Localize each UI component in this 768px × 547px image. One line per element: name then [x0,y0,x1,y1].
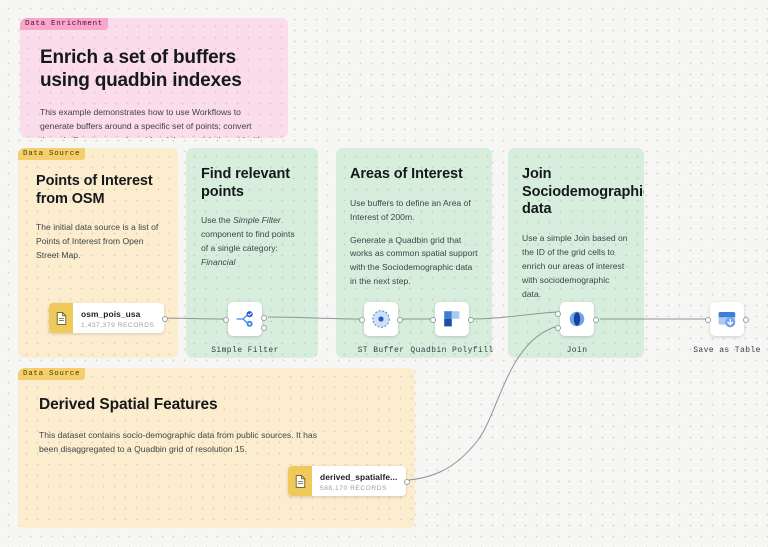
filter-branch-icon [236,311,253,327]
node-st-buffer[interactable]: ST Buffer [358,302,404,355]
panel-body-find-relevant-points: Use the Simple Filter component to find … [201,214,303,270]
input-port[interactable] [430,317,436,323]
panel-body-points-of-interest: The initial data source is a list of Poi… [36,222,159,261]
panel-body-areas-of-interest-2: Generate a Quadbin grid that works as co… [350,234,478,287]
panel-data-enrichment[interactable]: Data Enrichment Enrich a set of buffers … [20,18,288,138]
node-label-st-buffer: ST Buffer [357,346,405,355]
node-label-save-as-table: Save as Table [693,346,761,355]
output-port[interactable] [468,317,474,323]
input-port[interactable] [359,317,365,323]
source-name-osm-pois-usa: osm_pois_usa [81,309,141,320]
file-icon [288,466,312,496]
node-simple-filter[interactable]: Simple Filter [211,302,278,355]
source-node-osm-pois-usa[interactable]: osm_pois_usa 1,437,379 RECORDS [49,303,168,333]
source-records-derived-spatialfeatures: 588,170 RECORDS [320,484,387,492]
source-name-derived-spatialfeatures: derived_spatialfe... [320,472,398,483]
panel-title-find-relevant-points: Find relevant points [201,166,290,200]
input-port[interactable] [223,317,229,323]
buffer-circle-icon [372,310,390,328]
panel-tag-data-enrichment: Data Enrichment [20,18,109,30]
output-port[interactable] [261,315,267,321]
body-text-mid: component to find points of a single cat… [201,229,295,254]
output-port[interactable] [593,317,599,323]
join-venn-icon [569,311,585,327]
panel-title-points-of-interest: Points of Interest from OSM [36,173,153,207]
secondary-output-port[interactable] [261,325,267,331]
source-node-derived-spatialfeatures[interactable]: derived_spatialfe... 588,170 RECORDS [288,466,411,496]
node-label-join: Join [566,346,588,355]
body-text-em-financial: Financial [201,257,236,268]
panel-body-derived-spatial-features: This dataset contains socio-demographic … [39,429,318,454]
panel-derived-spatial-features[interactable]: Data Source Derived Spatial Features Thi… [18,368,415,528]
source-records-osm-pois-usa: 1,437,379 RECORDS [81,321,155,329]
panel-title-join-sociodemographic-data: Join Sociodemographic data [522,166,644,218]
file-icon [49,303,73,333]
node-label-simple-filter: Simple Filter [211,346,279,355]
panel-body-join-sociodemographic-data: Use a simple Join based on the ID of the… [522,233,628,299]
output-port[interactable] [743,317,749,323]
quadbin-squares-icon [444,311,460,327]
panel-body-areas-of-interest-1: Use buffers to define an Area of Interes… [350,197,471,222]
panel-title-data-enrichment: Enrich a set of buffers using quadbin in… [40,47,242,92]
input-port-secondary[interactable] [555,325,561,331]
node-label-quadbin-polyfill: Quadbin Polyfill [410,346,494,355]
panel-title-areas-of-interest: Areas of Interest [350,166,463,182]
body-text-em-simple-filter: Simple Filter [233,215,281,226]
panel-title-derived-spatial-features: Derived Spatial Features [39,396,218,413]
save-table-icon [718,312,736,328]
input-port[interactable] [705,317,711,323]
panel-body-data-enrichment: This example demonstrates how to use Wor… [40,107,262,138]
panel-tag-data-source-osm: Data Source [18,148,86,160]
body-text-pre: Use the [201,215,234,226]
node-quadbin-polyfill[interactable]: Quadbin Polyfill [410,302,493,355]
output-port[interactable] [397,317,403,323]
node-join[interactable]: Join [555,302,599,355]
panel-tag-data-source-derived: Data Source [18,368,86,380]
node-save-as-table[interactable]: Save as Table [693,302,760,355]
output-port[interactable] [161,316,168,322]
input-port-primary[interactable] [555,311,561,317]
